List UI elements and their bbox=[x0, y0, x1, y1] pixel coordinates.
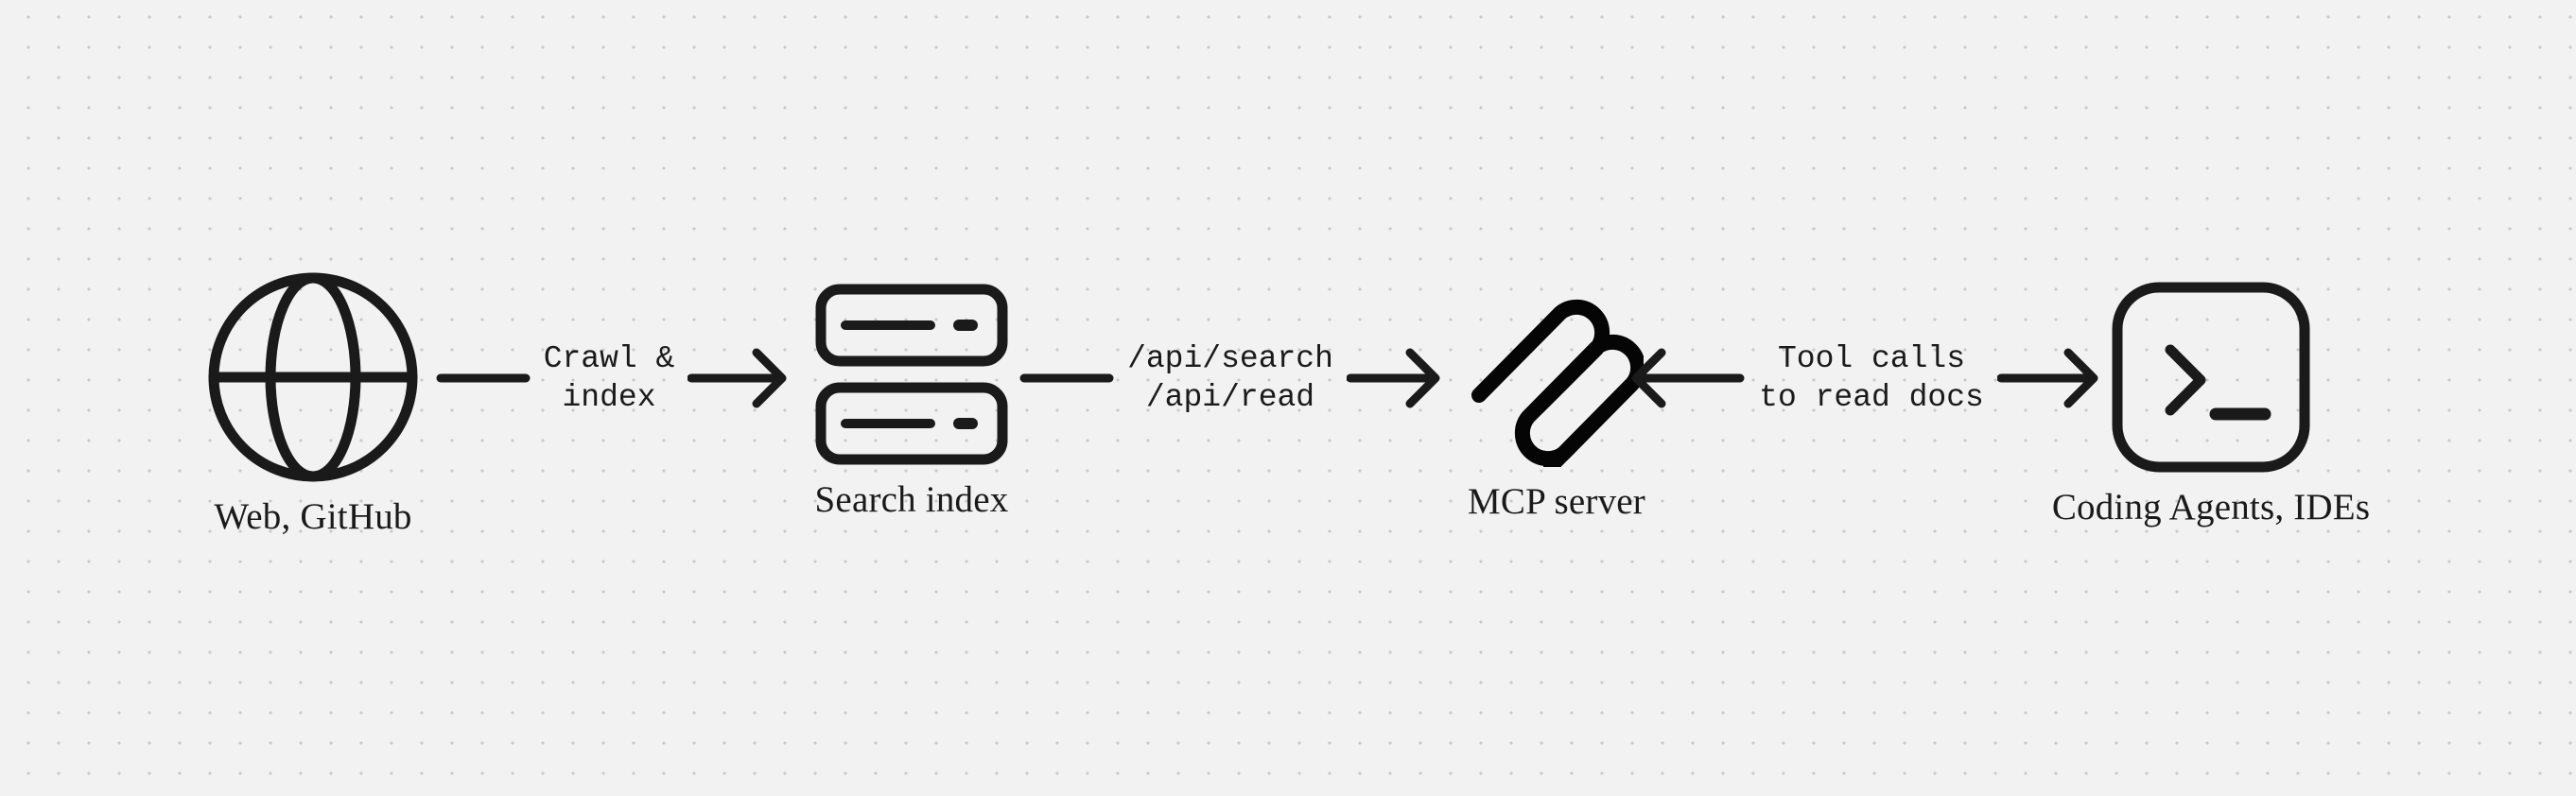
node-search-index[interactable]: Search index bbox=[789, 284, 1035, 521]
connector-label-tool-calls: Tool calls to read docs bbox=[1759, 341, 1984, 415]
node-label-web-github: Web, GitHub bbox=[214, 496, 412, 537]
connector-line-segment bbox=[1019, 372, 1114, 385]
terminal-icon bbox=[2112, 282, 2310, 473]
connector-crawl-index: Crawl & index bbox=[433, 331, 792, 425]
node-web-github[interactable]: Web, GitHub bbox=[185, 272, 441, 538]
node-label-search-index: Search index bbox=[814, 479, 1009, 520]
connector-label-api-endpoints: /api/search /api/read bbox=[1127, 341, 1333, 415]
arrow-right-icon bbox=[687, 347, 790, 409]
node-mcp-server[interactable]: MCP server bbox=[1439, 282, 1674, 523]
node-label-mcp-server: MCP server bbox=[1468, 481, 1645, 522]
connector-api-endpoints: /api/search /api/read bbox=[1019, 331, 1440, 425]
arrow-right-icon bbox=[1346, 347, 1441, 409]
arrow-right-icon bbox=[1996, 347, 2099, 409]
node-coding-agents[interactable]: Coding Agents, IDEs bbox=[2052, 282, 2370, 528]
connector-label-crawl-index: Crawl & index bbox=[543, 341, 675, 415]
server-rack-icon bbox=[815, 284, 1008, 465]
arrow-left-icon bbox=[1630, 347, 1746, 409]
connector-tool-calls: Tool calls to read docs bbox=[1623, 331, 2107, 425]
globe-icon bbox=[206, 272, 420, 482]
node-label-coding-agents: Coding Agents, IDEs bbox=[2051, 487, 2371, 528]
mcp-logo-icon bbox=[1470, 282, 1646, 474]
connector-line-segment bbox=[436, 372, 531, 385]
